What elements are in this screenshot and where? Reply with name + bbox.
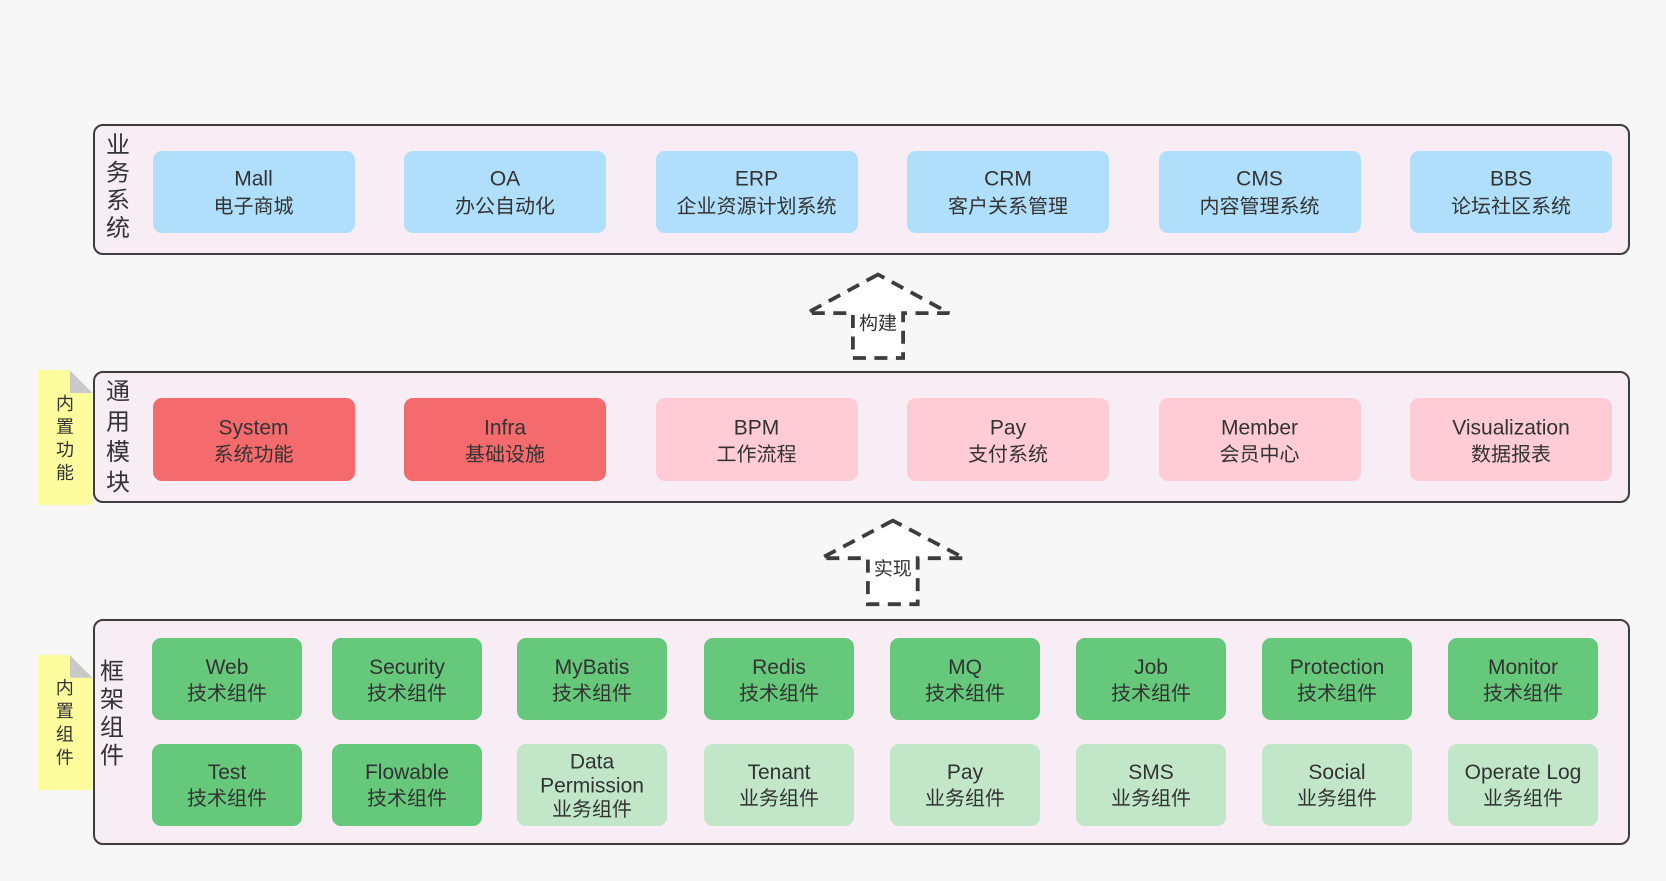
- svg-text:Social: Social: [1308, 761, 1365, 784]
- svg-text:Job: Job: [1134, 656, 1168, 679]
- svg-text:Pay: Pay: [947, 761, 984, 784]
- svg-text:Monitor: Monitor: [1488, 656, 1558, 679]
- svg-text:Flowable: Flowable: [365, 761, 449, 784]
- svg-text:System: System: [218, 417, 288, 440]
- svg-text:Web: Web: [206, 656, 249, 679]
- svg-text:Pay: Pay: [990, 417, 1027, 440]
- svg-text:Infra: Infra: [484, 417, 526, 440]
- svg-text:Security: Security: [369, 656, 445, 679]
- svg-text:MyBatis: MyBatis: [555, 656, 630, 679]
- svg-text:SMS: SMS: [1128, 761, 1174, 784]
- svg-text:Member: Member: [1221, 417, 1298, 440]
- svg-text:MQ: MQ: [948, 656, 982, 679]
- svg-text:ERP: ERP: [735, 168, 778, 191]
- svg-text:Protection: Protection: [1290, 656, 1385, 679]
- svg-text:CRM: CRM: [984, 168, 1032, 191]
- svg-text:Tenant: Tenant: [747, 761, 810, 784]
- svg-text:Mall: Mall: [234, 168, 273, 191]
- svg-text:BPM: BPM: [734, 417, 780, 440]
- svg-text:Data: Data: [570, 750, 615, 773]
- svg-text:BBS: BBS: [1490, 168, 1532, 191]
- svg-text:OA: OA: [490, 168, 520, 191]
- svg-text:Permission: Permission: [540, 774, 644, 797]
- svg-text:Visualization: Visualization: [1452, 417, 1570, 440]
- svg-text:CMS: CMS: [1236, 168, 1283, 191]
- svg-text:Operate Log: Operate Log: [1465, 761, 1582, 784]
- svg-text:Redis: Redis: [752, 656, 806, 679]
- svg-text:Test: Test: [208, 761, 247, 784]
